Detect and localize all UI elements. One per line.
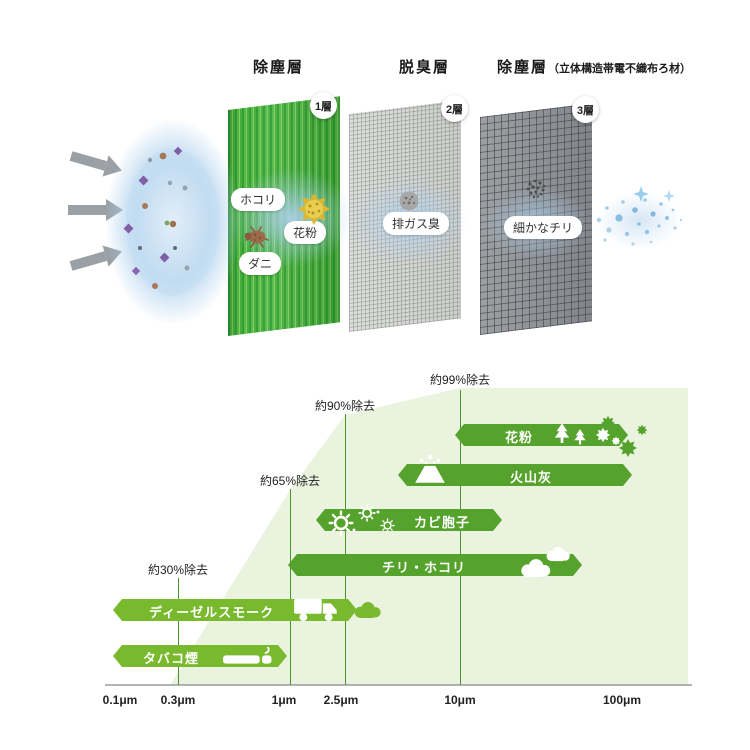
pollen-icon [298, 193, 330, 225]
tick-10um: 10μm [444, 693, 476, 707]
guide-line-1um [290, 489, 291, 685]
bar-pollen: 花粉 [455, 423, 628, 446]
bar-pollen-shape [455, 424, 628, 446]
tick-0-1um: 0.1μm [102, 693, 138, 707]
layer2-badge-label: 2層 [445, 103, 464, 116]
bar-mold-spores: カビ胞子 [316, 504, 502, 536]
guide-line-0-3um [178, 578, 179, 685]
bar-diesel-smoke: ディーゼルスモーク [113, 598, 357, 622]
bar-diesel-smoke-label: ディーゼルスモーク [149, 605, 275, 620]
layer2-badge: 2層 [441, 95, 468, 122]
removal-rate-99: 約99%除去 [429, 373, 491, 387]
cigarette-icon [223, 647, 273, 665]
bar-tobacco-smoke-label: タバコ煙 [143, 651, 200, 666]
label-haigasu: 排ガス臭 [383, 212, 450, 235]
guide-line-2-5um [345, 414, 346, 685]
removal-rate-90: 約90%除去 [314, 399, 376, 413]
layer2-title: 脱臭層 [399, 59, 451, 76]
clean-air-sparkles-icon [596, 186, 683, 246]
layer1-badge: 1層 [310, 92, 337, 119]
fine-dust-icon [526, 179, 546, 199]
bar-volcanic-ash-label: 火山灰 [510, 470, 553, 485]
haigasu-text: 排ガス臭 [392, 217, 441, 231]
bar-dust: チリ・ホコリ [288, 546, 582, 577]
hokori-text: ホコリ [240, 193, 277, 207]
layer3-heading: 除塵層（立体構造帯電不織布ろ材） [497, 56, 691, 77]
bar-volcanic-ash-shape [398, 464, 632, 486]
mold-spore-icons [328, 504, 395, 536]
dani-text: ダニ [248, 257, 273, 271]
pollen-star-icon [600, 415, 616, 431]
tick-2-5um: 2.5μm [323, 693, 359, 707]
layer1-title: 除塵層 [253, 59, 305, 76]
layer2-heading: 脱臭層 [399, 56, 450, 77]
pollen-star-icon [619, 439, 637, 457]
bar-mold-spores-label: カビ胞子 [414, 515, 471, 530]
kafun-text: 花粉 [293, 226, 318, 240]
volcano-icon [415, 455, 445, 483]
komakana-chiri-text: 細かなチリ [513, 221, 574, 235]
layer3-badge-label: 3層 [576, 104, 595, 117]
dirty-particles-icon [123, 146, 190, 289]
tick-0-3um: 0.3μm [160, 693, 196, 707]
truck-icon [294, 598, 337, 622]
label-dani: ダニ [239, 252, 282, 275]
label-hokori: ホコリ [231, 188, 286, 211]
tick-100um: 100μm [602, 693, 642, 707]
dust-cloud-icons [521, 546, 570, 577]
layer1-badge-label: 1層 [314, 100, 333, 113]
bar-pollen-label: 花粉 [505, 430, 534, 445]
tick-1um: 1μm [271, 693, 297, 707]
label-komakana-chiri: 細かなチリ [504, 216, 583, 239]
removal-rate-65: 約65%除去 [259, 474, 321, 488]
guide-line-10um [460, 390, 461, 685]
layer3-subtitle: （立体構造帯電不織布ろ材） [548, 63, 692, 75]
pollen-star-icon [636, 424, 648, 436]
bar-dust-label: チリ・ホコリ [382, 560, 467, 575]
bar-tobacco-smoke: タバコ煙 [113, 645, 287, 667]
layer3-badge: 3層 [572, 96, 599, 123]
removal-rate-30: 約30%除去 [147, 563, 209, 577]
layer1-heading: 除塵層 [253, 56, 304, 77]
bar-dust-shape [288, 554, 582, 576]
bar-volcanic-ash: 火山灰 [398, 455, 632, 486]
exhaust-cloud-icon [354, 602, 381, 618]
mite-icon [244, 226, 269, 248]
layer3-title: 除塵層 [497, 59, 549, 76]
exhaust-particle-icon [399, 191, 419, 211]
